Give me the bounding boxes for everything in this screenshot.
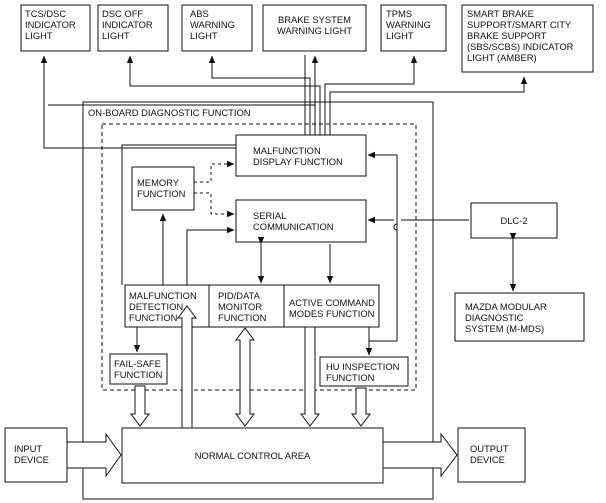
memory-function-box <box>131 166 195 211</box>
active-command-label: ACTIVE COMMAND MODES FUNCTION <box>289 297 375 319</box>
fail-safe-label: FAIL-SAFE FUNCTION <box>114 358 163 380</box>
malfunction-detection-label: MALFUNCTION DETECTION FUNCTION <box>129 290 197 323</box>
dsc-off-light-label: DSC OFF INDICATOR LIGHT <box>102 8 153 41</box>
fail-safe-box <box>109 353 168 385</box>
hu-inspection-box <box>319 356 409 387</box>
tcs-dsc-light-box <box>20 4 91 52</box>
output-light-connections <box>40 55 528 285</box>
smart-brake-light-label: SMART BRAKE SUPPORT/SMART CITY BRAKE SUP… <box>467 8 574 63</box>
internal-connections <box>133 151 517 356</box>
on-board-diagnostic-title: ON-BOARD DIAGNOSTIC FUNCTION <box>88 107 251 118</box>
tpms-light-box <box>380 4 447 52</box>
brake-system-light-box <box>262 4 367 52</box>
block-arrows <box>66 305 458 478</box>
abs-light-label: ABS WARNING LIGHT <box>190 8 235 41</box>
malfunction-display-box <box>235 134 367 177</box>
smart-brake-light-box <box>461 4 594 73</box>
output-device-box <box>457 427 526 483</box>
input-device-label: INPUT DEVICE <box>14 443 49 465</box>
normal-control-area-label: NORMAL CONTROL AREA <box>194 450 311 461</box>
abs-light-box <box>181 4 253 52</box>
function-group-box <box>124 284 380 328</box>
brake-system-light-label: BRAKE SYSTEM WARNING LIGHT <box>276 14 353 36</box>
memory-links <box>194 160 235 218</box>
tpms-light-label: TPMS WARNING LIGHT <box>386 8 431 41</box>
output-device-label: OUTPUT DEVICE <box>470 443 509 465</box>
serial-communication-box <box>235 199 367 243</box>
dlc2-label: DLC-2 <box>500 215 528 226</box>
serial-communication-label: SERIAL COMMUNICATION <box>253 210 334 232</box>
on-board-diagnostic-frame <box>82 101 434 500</box>
mmds-label: MAZDA MODULAR DIAGNOSTIC SYSTEM (M-MDS) <box>465 301 547 334</box>
dsc-off-light-box <box>97 4 169 52</box>
memory-function-label: MEMORY FUNCTION <box>137 177 186 199</box>
hu-inspection-label: HU INSPECTION FUNCTION <box>326 361 400 383</box>
pid-data-monitor-label: PID/DATA MONITOR FUNCTION <box>218 290 267 323</box>
tcs-dsc-light-label: TCS/DSC INDICATOR LIGHT <box>25 8 76 41</box>
malfunction-display-label: MALFUNCTION DISPLAY FUNCTION <box>253 145 343 167</box>
mmds-box <box>454 292 585 342</box>
diagnostic-dashed-boundary <box>101 123 417 391</box>
